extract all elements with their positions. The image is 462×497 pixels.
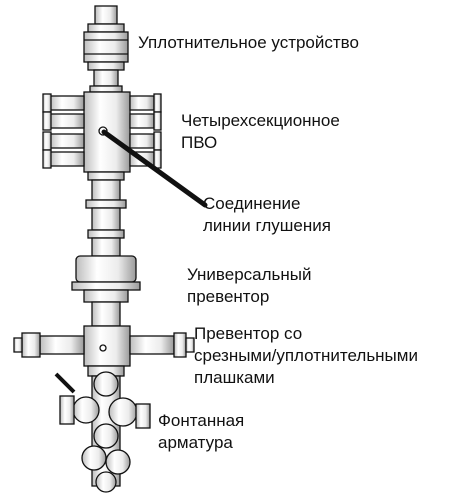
sealing-device [83, 5, 129, 93]
kill-line-pointer [101, 129, 208, 208]
label-line: срезными/уплотнительными [194, 346, 418, 365]
label-line: плашками [194, 368, 275, 387]
label-line: ПВО [181, 133, 218, 152]
label-kill-line-connection: Соединение линии глушения [203, 193, 331, 237]
christmas-tree [54, 371, 151, 493]
label-universal-preventer: Универсальный превентор [187, 264, 312, 308]
label-line: Четырехсекционное [181, 111, 340, 130]
label-line: арматура [158, 433, 233, 452]
shear-seal-preventer [13, 325, 195, 377]
universal-preventer [71, 255, 141, 327]
label-christmas-tree: Фонтанная арматура [158, 410, 244, 454]
label-shear-seal-preventer: Превентор со срезными/уплотнительными пл… [194, 323, 418, 389]
label-four-section-bop: Четырехсекционное ПВО [181, 110, 340, 154]
label-line: превентор [187, 287, 270, 306]
spool-connector [85, 171, 127, 257]
label-line: Превентор со [194, 324, 303, 343]
label-line: линии глушения [203, 216, 331, 235]
label-line: Уплотнительное устройство [138, 33, 359, 52]
label-line: Универсальный [187, 265, 312, 284]
label-line: Фонтанная [158, 411, 245, 430]
four-section-bop [42, 91, 162, 173]
label-line: Соединение [203, 194, 301, 213]
label-sealing-device: Уплотнительное устройство [138, 32, 359, 54]
